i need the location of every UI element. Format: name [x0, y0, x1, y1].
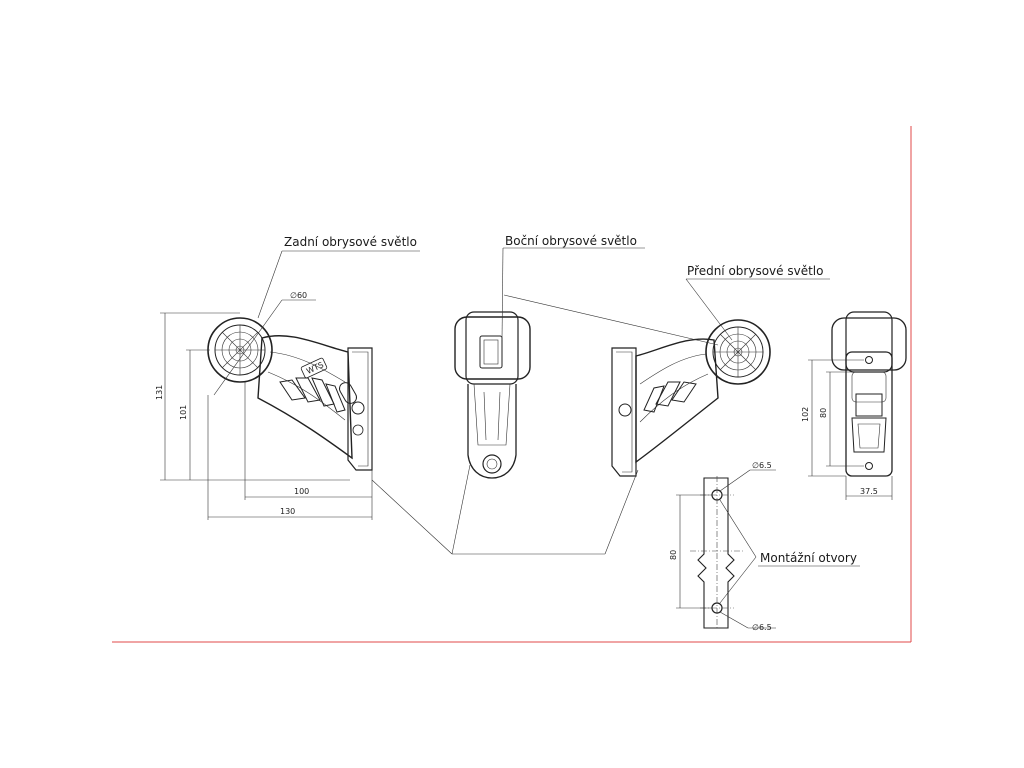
hole-bottom-dim: ∅6.5 [752, 623, 772, 632]
back-view [831, 311, 907, 477]
width-total-dim: 130 [280, 507, 295, 516]
back-view-dimensions [808, 359, 893, 500]
lens-diameter-dim: ∅60 [290, 291, 307, 300]
hole-top-dim: ∅6.5 [752, 461, 772, 470]
rear-view: WTS [207, 299, 373, 471]
width-lens-dim: 100 [294, 487, 309, 496]
rear-light-label: Zadní obrysové světlo [284, 235, 417, 249]
mounting-holes-label: Montážní otvory [760, 551, 857, 565]
back-height-inner-dim: 80 [819, 408, 828, 418]
rear-view-dimensions [160, 312, 373, 520]
mounting-holes-detail [676, 469, 776, 630]
height-total-dim: 131 [155, 385, 164, 400]
label-leaders [257, 247, 860, 567]
front-light-label: Přední obrysové světlo [687, 264, 823, 278]
brand-stamp-rear: WTS [305, 360, 325, 376]
front-view [611, 319, 771, 477]
side-light-label: Boční obrysové světlo [505, 234, 637, 248]
height-lens-dim: 101 [179, 405, 188, 420]
side-view [454, 311, 531, 479]
back-height-total-dim: 102 [801, 407, 810, 422]
hole-spacing-dim: 80 [669, 550, 678, 560]
back-width-dim: 37.5 [860, 487, 878, 496]
